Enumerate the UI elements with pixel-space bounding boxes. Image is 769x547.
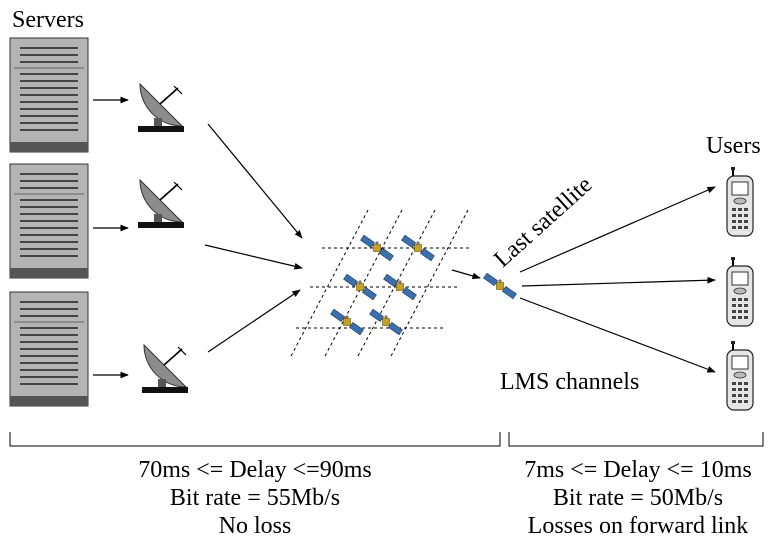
server-rack-icon-2 <box>9 163 89 279</box>
arrow-dish2-constellation <box>204 244 303 270</box>
lms-channels-label: LMS channels <box>500 369 640 395</box>
satellite-dish-icon-2 <box>137 179 185 229</box>
satellite-dish-icon-3 <box>141 344 189 394</box>
arrow-to-user-2 <box>521 276 716 287</box>
satellite-icon-5 <box>330 308 364 336</box>
bracket-right-segment <box>508 432 764 447</box>
left-loss-text: No loss <box>218 513 292 539</box>
arrow-to-user-1 <box>519 186 716 273</box>
arrow-to-user-3 <box>519 297 716 373</box>
left-delay-text: 70ms <= Delay <=90ms <box>138 457 372 483</box>
left-bitrate-text: Bit rate = 55Mb/s <box>169 485 341 511</box>
mobile-phone-icon-3 <box>726 340 754 411</box>
satellite-icon-6 <box>369 308 403 336</box>
arrow-dish1-constellation <box>207 123 303 239</box>
right-bitrate-text: Bit rate = 50Mb/s <box>552 485 724 511</box>
server-rack-icon-1 <box>9 37 89 153</box>
arrow-dish3-constellation <box>207 289 301 353</box>
users-label: Users <box>706 133 761 159</box>
mobile-phone-icon-2 <box>726 256 754 327</box>
bracket-left-segment <box>9 432 501 447</box>
servers-label: Servers <box>12 7 84 33</box>
right-loss-text: Losses on forward link <box>527 513 749 539</box>
right-delay-text: 7ms <= Delay <= 10ms <box>524 457 752 483</box>
constellation-grid <box>289 209 472 359</box>
last-satellite-icon <box>483 272 517 300</box>
server-rack-icon-3 <box>9 291 89 407</box>
satellite-dish-icon-1 <box>137 83 185 133</box>
arrow-constellation-last-satellite <box>451 269 481 280</box>
mobile-phone-icon-1 <box>726 166 754 237</box>
